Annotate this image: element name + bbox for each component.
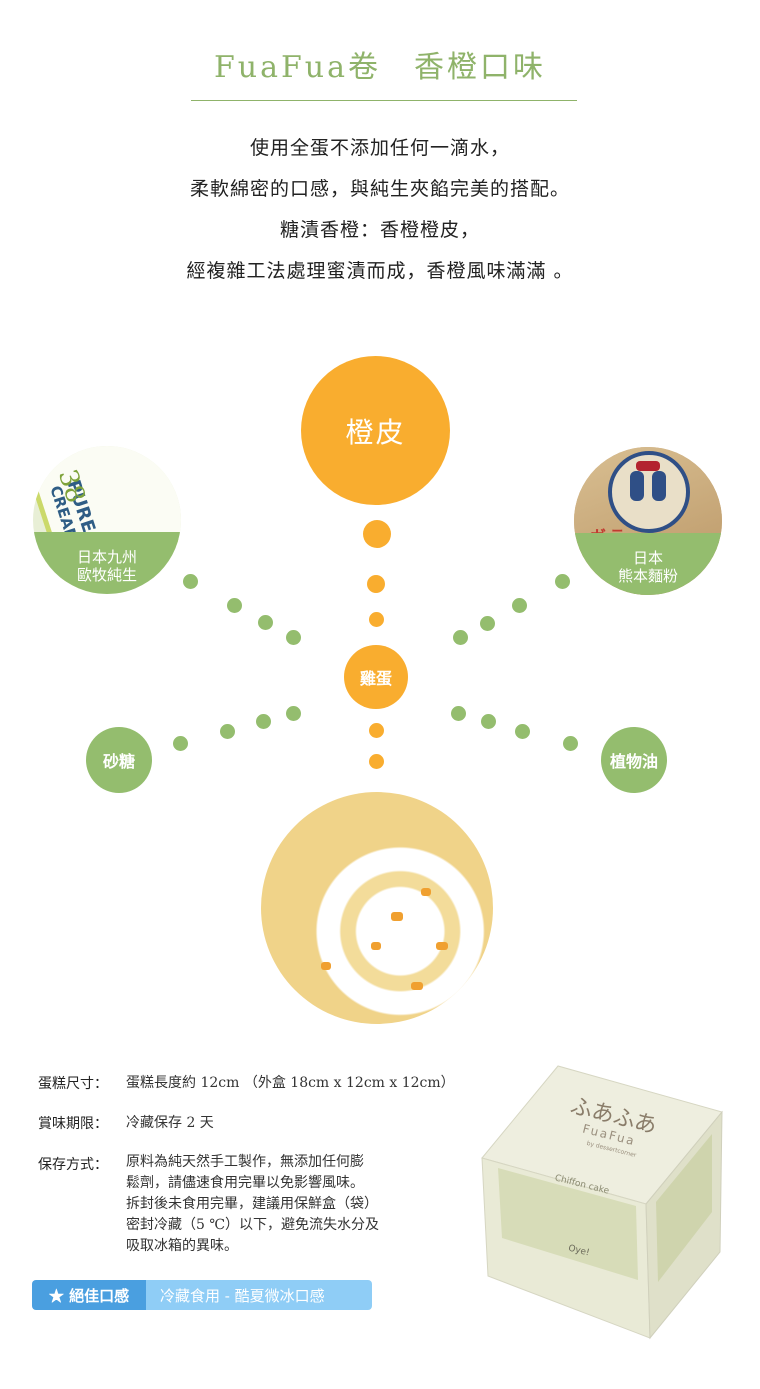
connector-dot (256, 714, 271, 729)
connector-dot (512, 598, 527, 613)
oil-circle: 植物油 (601, 727, 667, 793)
connector-dot (286, 630, 301, 645)
intro-line: 使用全蛋不添加任何一滴水， (249, 137, 510, 159)
egg-label: 雞蛋 (359, 669, 392, 688)
connector-dot (258, 615, 273, 630)
cream-label: 日本九州 歐牧純生 (33, 548, 181, 584)
banner-text: 冷藏食用 - 酷夏微冰口感 (146, 1280, 372, 1310)
feature-banner: ★ 絕佳口感 冷藏食用 - 酷夏微冰口感 (32, 1280, 372, 1310)
spec-storage-value: 原料為純天然手工製作，無添加任何膨 鬆劑，請儘速食用完畢以免影響風味。 拆封後未… (126, 1152, 416, 1257)
cake-roll-image (261, 792, 493, 1024)
spec-storage-line: 鬆劑，請儘速食用完畢以免影響風味。 (126, 1175, 364, 1191)
spec-label: 蛋糕尺寸： (38, 1076, 108, 1092)
flour-label: 日本 熊本麵粉 (574, 549, 722, 585)
connector-dot (563, 736, 578, 751)
title-divider (191, 100, 577, 101)
connector-dot (369, 754, 384, 769)
connector-dot (220, 724, 235, 739)
spec-storage-line: 密封冷藏（5 ℃）以下，避免流失水分及 (126, 1217, 380, 1233)
orange-peel-label: 橙皮 (345, 415, 406, 449)
flour-label-line2: 熊本麵粉 (617, 567, 678, 585)
connector-dot (183, 574, 198, 589)
flour-label-line1: 日本 (632, 549, 663, 567)
page-title: FuaFua卷 香橙口味 (213, 50, 547, 85)
flour-photo-circle: ガラ 日本 熊本麵粉 (574, 447, 722, 595)
connector-dot (515, 724, 530, 739)
sugar-label: 砂糖 (102, 752, 135, 771)
connector-dot (481, 714, 496, 729)
intro-text: 使用全蛋不添加任何一滴水， 柔軟綿密的口感，與純生夾餡完美的搭配。 糖漬香橙：香… (0, 128, 760, 292)
connector-dot (363, 520, 391, 548)
spec-shelf-life-value: 冷藏保存 2 天 (126, 1115, 214, 1131)
product-box-image: ふあふあ FuaFua by dessertcorner Chiffon cak… (478, 1062, 728, 1340)
connector-dot (555, 574, 570, 589)
spec-storage: 保存方式： (38, 1154, 108, 1174)
connector-dot (453, 630, 468, 645)
cream-label-line1: 日本九州 (76, 548, 137, 566)
product-box-drawing (481, 1065, 723, 1340)
intro-line: 糖漬香橙：香橙橙皮， (279, 219, 480, 241)
oil-label: 植物油 (609, 752, 658, 771)
orange-peel-circle: 橙皮 (301, 356, 450, 505)
connector-dot (227, 598, 242, 613)
spec-storage-line: 拆封後未食用完畢，建議用保鮮盒（袋） (126, 1196, 378, 1212)
intro-line: 柔軟綿密的口感，與純生夾餡完美的搭配。 (189, 178, 570, 200)
sugar-circle: 砂糖 (86, 727, 152, 793)
connector-dot (369, 612, 384, 627)
banner-highlight: ★ 絕佳口感 (32, 1280, 146, 1310)
egg-circle: 雞蛋 (344, 645, 408, 709)
spec-label: 保存方式： (38, 1157, 108, 1173)
flour-emblem-icon (608, 451, 690, 533)
spec-shelf-life: 賞味期限： (38, 1113, 108, 1133)
spec-size: 蛋糕尺寸： (38, 1073, 108, 1093)
connector-dot (480, 616, 495, 631)
connector-dot (286, 706, 301, 721)
spec-storage-line: 原料為純天然手工製作，無添加任何膨 (126, 1154, 364, 1170)
spec-size-value: 蛋糕長度約 12cm （外盒 18cm x 12cm x 12cm） (126, 1075, 455, 1091)
connector-dot (451, 706, 466, 721)
cream-label-line2: 歐牧純生 (76, 566, 137, 584)
connector-dot (367, 575, 385, 593)
spec-storage-line: 吸取冰箱的異味。 (126, 1238, 238, 1254)
connector-dot (173, 736, 188, 751)
intro-line: 經複雜工法處理蜜漬而成，香橙風味滿滿 。 (186, 260, 574, 282)
spec-label: 賞味期限： (38, 1116, 108, 1132)
connector-dot (369, 723, 384, 738)
cream-photo-circle: PURE CREAM 38 日本九州 歐牧純生 (33, 446, 181, 594)
